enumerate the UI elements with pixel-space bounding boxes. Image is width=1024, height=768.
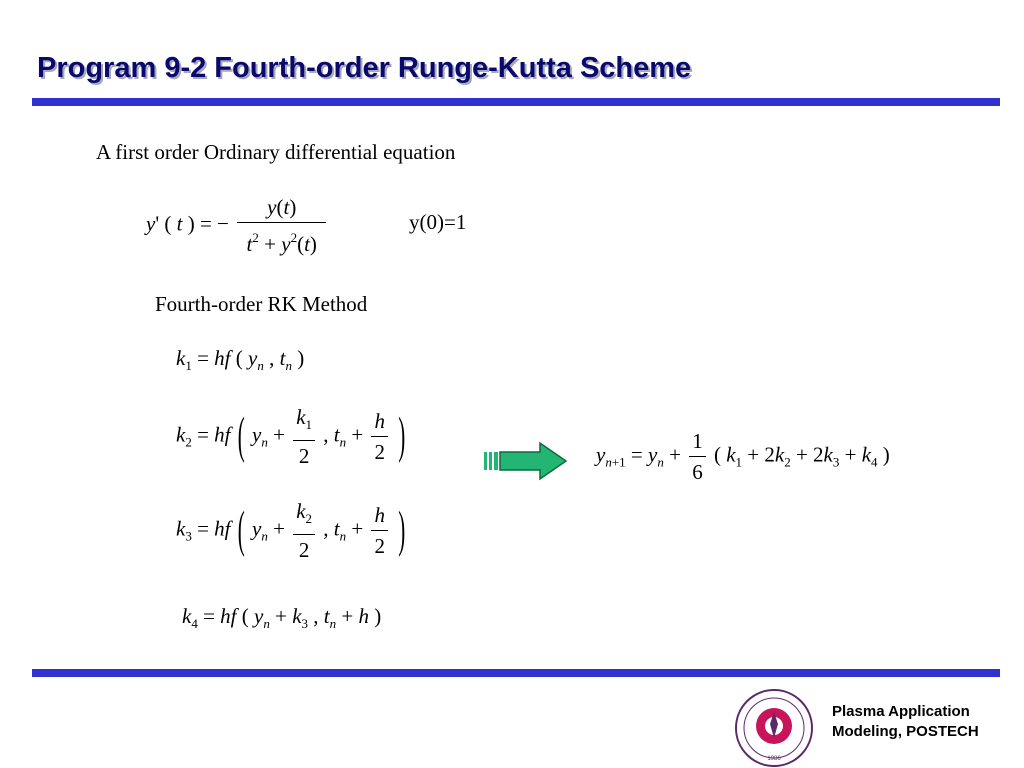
footer-line-1: Plasma Application bbox=[832, 703, 970, 720]
intro-text: A first order Ordinary differential equa… bbox=[96, 140, 456, 164]
footer-line-2: Modeling, POSTECH bbox=[832, 723, 979, 740]
postech-seal-icon: 1986 bbox=[735, 689, 813, 767]
seal-year: 1986 bbox=[767, 756, 781, 762]
footer-credit: Plasma Application Modeling, POSTECH bbox=[832, 702, 979, 742]
top-rule bbox=[32, 98, 1000, 106]
slide-title: Program 9-2 Fourth-order Runge-Kutta Sch… bbox=[37, 52, 692, 84]
right-arrow-icon bbox=[484, 441, 568, 481]
ode-equation: y' ( t ) = − y(t) t2 + y2(t) bbox=[146, 192, 329, 259]
method-heading: Fourth-order RK Method bbox=[155, 292, 368, 316]
bottom-rule bbox=[32, 669, 1000, 677]
initial-condition: y(0)=1 bbox=[409, 210, 467, 234]
ode-fraction: y(t) t2 + y2(t) bbox=[237, 192, 327, 259]
k4-equation: k4 = hf ( yn + k3 , tn + h ) bbox=[182, 604, 382, 631]
k1-equation: k1 = hf ( yn , tn ) bbox=[176, 346, 305, 373]
